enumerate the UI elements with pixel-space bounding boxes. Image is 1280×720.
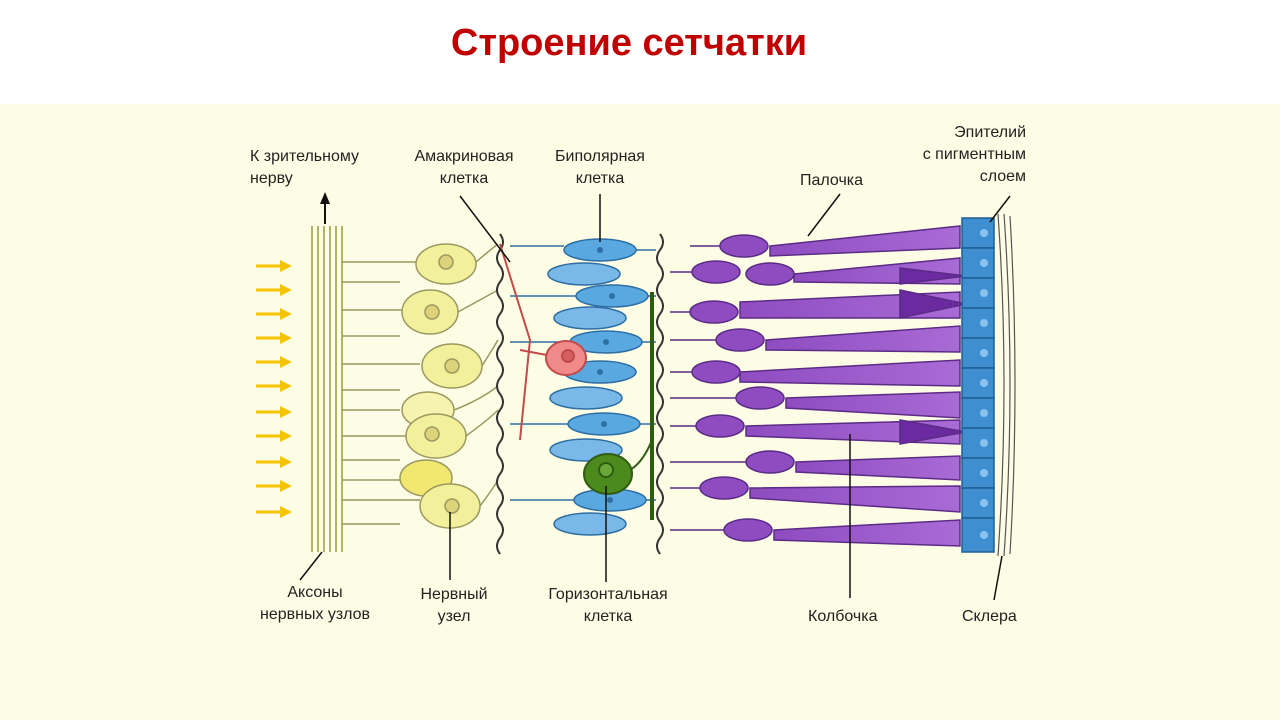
light-arrow-icon (254, 330, 294, 346)
label-sclera: Склера (962, 608, 1017, 625)
light-arrow-icon (254, 428, 294, 444)
bipolar-layer (510, 238, 656, 536)
pigment-epithelium (961, 217, 995, 553)
light-arrow-icon (254, 454, 294, 470)
label-horizontal-cell: Горизонтальная клетка (548, 586, 668, 625)
ganglion-layer (342, 243, 499, 529)
diagram-panel (0, 104, 1280, 720)
label-amacrine-cell: Амакриновая клетка (414, 148, 514, 187)
label-ganglion-cell: Нервный узел (420, 586, 488, 625)
label-rod: Палочка (800, 172, 864, 189)
label-bipolar-cell: Биполярная клетка (555, 148, 645, 187)
light-arrow-icon (254, 404, 294, 420)
up-arrow-icon (320, 192, 330, 224)
axon-bundle (311, 226, 343, 552)
horizontal-cell (583, 292, 654, 520)
sclera-lines (997, 213, 1016, 557)
light-arrows (254, 260, 294, 520)
label-cone: Колбочка (808, 608, 878, 625)
photoreceptor-layer (670, 225, 967, 547)
light-arrow-icon (254, 378, 294, 394)
label-optic-nerve: К зрительному нерву (250, 148, 360, 187)
page-title: Строение сетчатки (450, 22, 808, 64)
light-arrow-icon (254, 504, 294, 520)
light-arrow-icon (254, 282, 294, 298)
light-arrow-icon (254, 478, 294, 494)
light-arrow-icon (254, 354, 294, 370)
light-arrow-icon (256, 260, 292, 272)
amacrine-cell (499, 243, 587, 441)
outer-plexiform-layer (656, 233, 664, 555)
label-pigment-epithelium: Эпителий с пигментным слоем (922, 124, 1026, 185)
leader-lines (299, 193, 1011, 601)
label-ganglion-axons: Аксоны нервных узлов (260, 584, 370, 623)
light-arrow-icon (254, 306, 294, 322)
inner-plexiform-layer (496, 233, 504, 555)
